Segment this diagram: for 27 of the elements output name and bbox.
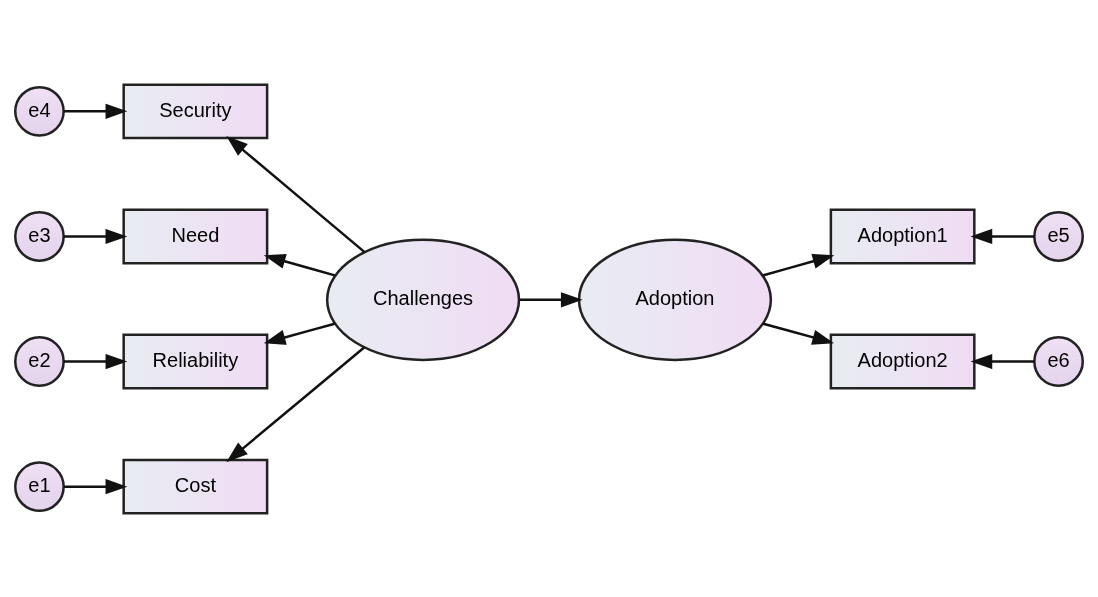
node-circle: e6	[1033, 335, 1084, 387]
node-box: Need	[122, 208, 269, 264]
node-circle: e1	[14, 460, 65, 512]
node-ellipse: Adoption	[577, 238, 773, 361]
arrow	[63, 228, 128, 244]
node-box: Cost	[122, 458, 269, 515]
node-ellipse: Challenges	[325, 238, 521, 361]
arrow	[263, 253, 336, 277]
arrow	[63, 103, 128, 119]
node-circle: e3	[14, 210, 65, 262]
arrow	[762, 253, 835, 277]
node-circle: e5	[1033, 210, 1084, 262]
arrow	[226, 135, 366, 253]
arrow	[63, 478, 128, 494]
node-box: Reliability	[122, 333, 269, 389]
arrow	[226, 346, 365, 462]
node-circle: e4	[14, 85, 65, 137]
arrow	[63, 353, 128, 369]
arrow	[519, 291, 583, 307]
arrow	[970, 228, 1035, 244]
node-box: Adoption1	[829, 208, 976, 264]
arrow	[763, 322, 835, 345]
arrow	[970, 353, 1035, 369]
node-box: Security	[122, 82, 269, 139]
node-circle: e2	[14, 335, 65, 387]
arrow	[263, 322, 336, 345]
node-box: Adoption2	[829, 333, 976, 389]
